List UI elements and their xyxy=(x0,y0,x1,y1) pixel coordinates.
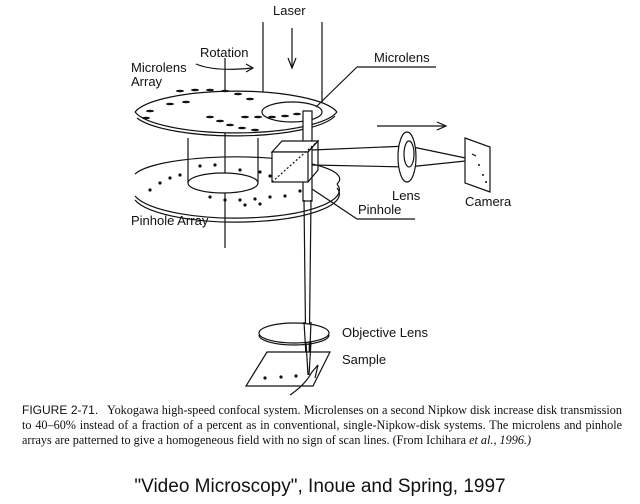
beam-splitter xyxy=(270,139,320,183)
label-rotation: Rotation xyxy=(200,45,249,60)
label-microlens-array-2: Array xyxy=(131,74,163,89)
label-pinhole: Pinhole xyxy=(358,202,402,217)
label-objective-lens: Objective Lens xyxy=(342,325,428,340)
figure-number: FIGURE 2-71. xyxy=(22,403,99,417)
label-microlens-array-1: Microlens xyxy=(131,60,187,75)
lens xyxy=(397,131,417,183)
label-sample: Sample xyxy=(342,352,387,367)
label-lens: Lens xyxy=(392,188,421,203)
source-credit: "Video Microscopy", Inoue and Spring, 19… xyxy=(134,476,506,497)
pinhole-array-disk xyxy=(134,156,341,223)
objective-lens xyxy=(258,322,330,344)
rotation-arrow xyxy=(195,63,253,70)
figure-caption: FIGURE 2-71. Yokogawa high-speed confoca… xyxy=(22,403,622,448)
label-pinhole-array: Pinhole Array xyxy=(131,213,209,228)
label-laser: Laser xyxy=(273,3,306,18)
label-microlens: Microlens xyxy=(374,50,430,65)
confocal-diagram xyxy=(134,22,491,396)
label-camera: Camera xyxy=(465,194,512,209)
caption-text: Yokogawa high-speed confocal system. Mic… xyxy=(22,403,622,447)
camera-plane xyxy=(464,137,491,193)
caption-citation: et al., 1996.) xyxy=(469,433,532,447)
